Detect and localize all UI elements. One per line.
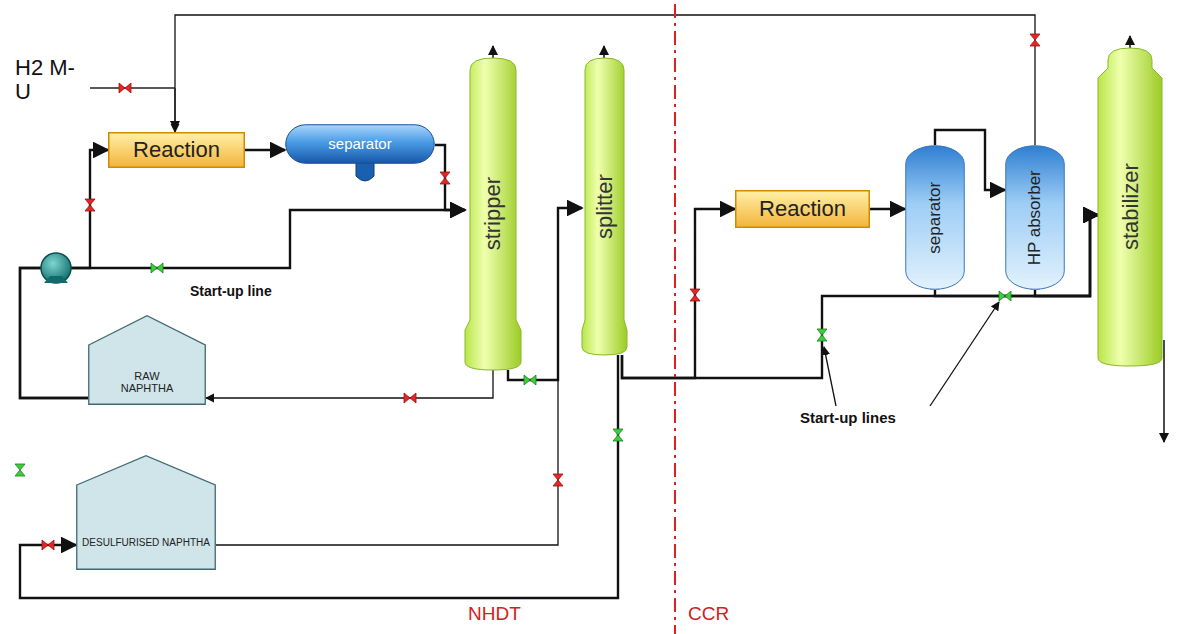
column-vessel: stabilizer [1098,48,1162,366]
process-line [245,149,285,151]
node-label: separator [925,182,945,254]
storage-tank: RAW NAPHTHA [88,315,206,405]
valve-symbol [553,474,563,486]
valve-symbol [119,83,131,93]
node-label: splitter [592,174,617,239]
valve-symbol [613,429,623,441]
valve-symbol [440,172,450,184]
vessel-outline [76,455,216,570]
valve-symbol [85,199,95,211]
storage-tank: DESULFURISED NAPHTHA [76,455,216,570]
node-label: separator [328,135,391,152]
node-label: DESULFURISED NAPHTHA [82,537,210,549]
valve-symbol [524,375,536,385]
process-line [622,209,735,378]
valve-symbol [151,263,163,273]
process-line [206,370,493,398]
column-vessel: stripper [465,58,521,370]
leader-line [824,347,836,406]
node-label: RAW NAPHTHA [112,370,182,395]
valve-symbol [690,289,700,301]
reactor-box: Reaction [108,132,245,168]
separator-vessel: separator [905,145,965,290]
startup-label: Start-up line [190,284,272,299]
startup-label: Start-up lines [800,410,896,427]
outlet-line [1163,340,1165,442]
pump-symbol [41,253,71,283]
column-vessel: splitter [582,58,627,355]
process-line [870,208,905,210]
section-label: CCR [688,604,729,625]
separator-vessel: separator [285,124,435,164]
node-label: HP absorber [1025,170,1045,265]
process-line [435,145,465,210]
valve-symbol [999,291,1011,301]
valve-symbol [817,329,827,341]
valve-symbol [404,393,416,403]
leader-line [930,302,999,406]
node-label: Reaction [133,137,220,162]
h2-line [174,88,176,130]
node-label: stabilizer [1117,164,1142,251]
boundary-line [674,4,676,634]
stream-label: H2 M-U [15,56,77,104]
separator-vessel: HP absorber [1005,145,1065,290]
valve-symbol [15,464,25,476]
reactor-box: Reaction [735,190,870,228]
node-label: stripper [480,177,505,250]
section-label: NHDT [468,604,521,625]
process-line [216,208,582,545]
separator-boot [356,162,374,181]
node-label: Reaction [759,196,846,221]
valve-symbol [1030,34,1040,46]
h2-line [90,87,175,89]
process-line [20,210,465,398]
valve-symbol [42,540,54,550]
